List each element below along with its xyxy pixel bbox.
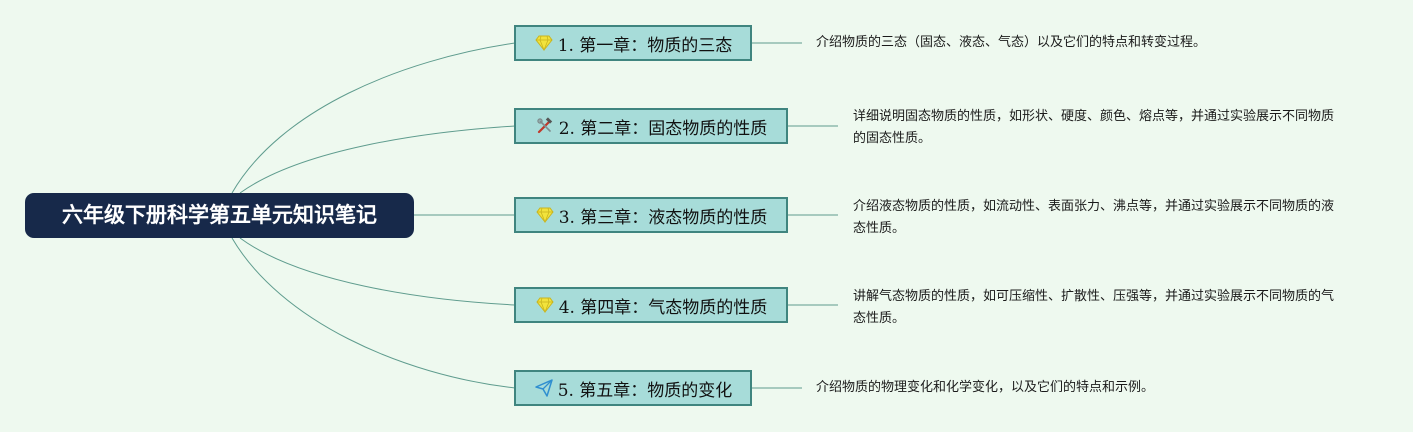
topic-chapter-1[interactable]: 1. 第一章：物质的三态 [514, 25, 752, 61]
topic-3-description: 介绍液态物质的性质，如流动性、表面张力、沸点等，并通过实验展示不同物质的液态性质… [853, 199, 1335, 236]
tools-icon [535, 117, 555, 135]
connector-root-topic-1 [231, 42, 516, 194]
connector-root-topic-4 [239, 237, 516, 306]
paper-plane-icon [534, 379, 554, 397]
topic-chapter-4[interactable]: 4. 第四章：气态物质的性质 [514, 287, 788, 323]
root-topic[interactable]: 六年级下册科学第五单元知识笔记 [25, 193, 414, 238]
connector-root-topic-5 [231, 237, 516, 389]
topic-chapter-5[interactable]: 5. 第五章：物质的变化 [514, 370, 752, 406]
topic-2-description: 详细说明固态物质的性质，如形状、硬度、颜色、熔点等，并通过实验展示不同物质的固态… [853, 109, 1335, 146]
topic-5-description: 介绍物质的物理变化和化学变化，以及它们的特点和示例。 [816, 380, 1155, 395]
diamond-icon [534, 34, 554, 52]
topic-1-description: 介绍物质的三态（固态、液态、气态）以及它们的特点和转变过程。 [816, 35, 1207, 50]
topic-label: 2. 第二章：固态物质的性质 [558, 118, 768, 139]
topic-4-description: 讲解气态物质的性质，如可压缩性、扩散性、压强等，并通过实验展示不同物质的气态性质… [853, 289, 1335, 326]
topic-label: 4. 第四章：气态物质的性质 [558, 297, 768, 318]
diamond-icon [535, 206, 555, 224]
topic-label: 1. 第一章：物质的三态 [557, 35, 733, 56]
diamond-icon [535, 296, 555, 314]
topic-chapter-2[interactable]: 2. 第二章：固态物质的性质 [514, 108, 788, 144]
topic-label: 3. 第三章：液态物质的性质 [558, 207, 768, 228]
connector-root-topic-2 [239, 125, 516, 194]
topic-label: 5. 第五章：物质的变化 [557, 380, 733, 401]
topic-chapter-3[interactable]: 3. 第三章：液态物质的性质 [514, 197, 788, 233]
